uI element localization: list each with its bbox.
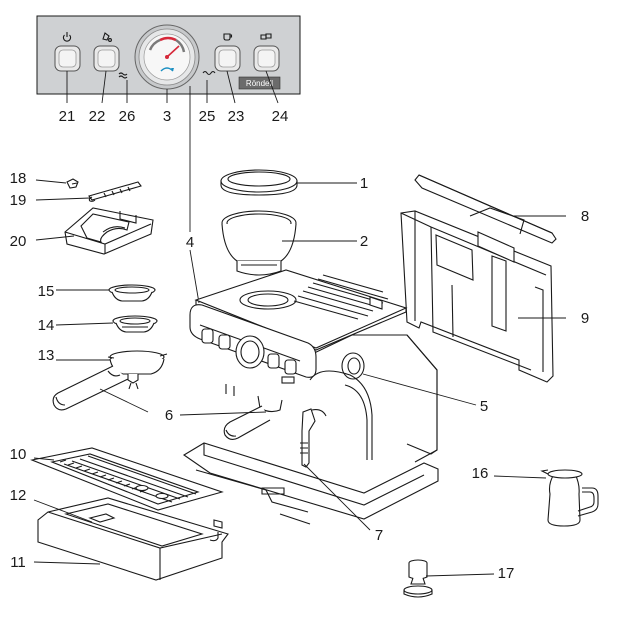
- part-labels: 21 22 26 3 25 23 24 1 2 4 8 9 5 6 7 18 1…: [10, 108, 590, 582]
- label-22: 22: [89, 108, 106, 125]
- double-cup-icon: [260, 33, 272, 40]
- label-2: 2: [360, 233, 368, 250]
- label-10: 10: [10, 446, 27, 463]
- single-cup-icon: [223, 33, 233, 41]
- brand-logo: Röndell: [246, 79, 273, 88]
- tamper: [403, 559, 433, 598]
- label-26: 26: [119, 108, 136, 125]
- label-3: 3: [163, 108, 171, 125]
- cleaning-pin: [66, 178, 79, 189]
- label-13: 13: [38, 347, 55, 364]
- front-panel-buttons: [201, 328, 297, 384]
- label-6: 6: [165, 407, 173, 424]
- filter-basket-double: [108, 284, 156, 302]
- label-19: 19: [10, 192, 27, 209]
- control-panel: Röndell: [36, 15, 301, 304]
- power-icon: [62, 32, 72, 42]
- grind-icon: [102, 32, 112, 42]
- label-21: 21: [59, 108, 76, 125]
- label-11: 11: [10, 554, 26, 571]
- double-cup-button: [253, 45, 280, 72]
- label-5: 5: [480, 398, 488, 415]
- drip-tray: [37, 497, 229, 581]
- label-7: 7: [375, 527, 383, 544]
- power-button: [54, 45, 81, 72]
- label-14: 14: [38, 317, 55, 334]
- label-4: 4: [186, 234, 194, 251]
- label-20: 20: [10, 233, 27, 250]
- pressure-gauge: [134, 24, 200, 90]
- label-12: 12: [10, 487, 27, 504]
- tamping-station: [64, 207, 154, 255]
- label-17: 17: [498, 565, 515, 582]
- steam-icon: [118, 72, 128, 79]
- water-tank: [400, 210, 554, 383]
- label-1: 1: [360, 175, 368, 192]
- water-tank-lid: [414, 174, 557, 244]
- filter-basket-single: [112, 315, 158, 333]
- hot-water-icon: [202, 70, 216, 76]
- label-23: 23: [228, 108, 245, 125]
- label-25: 25: [199, 108, 216, 125]
- label-9: 9: [581, 310, 589, 327]
- drip-tray-grid: [30, 447, 224, 511]
- label-18: 18: [10, 170, 27, 187]
- single-cup-button: [214, 45, 241, 72]
- brand-plate: Röndell: [238, 76, 281, 90]
- label-16: 16: [472, 465, 489, 482]
- portafilter: [52, 350, 168, 411]
- label-8: 8: [581, 208, 589, 225]
- machine-body: [182, 269, 439, 525]
- grind-button: [93, 45, 120, 72]
- bean-hopper: [221, 210, 297, 276]
- label-24: 24: [272, 108, 289, 125]
- steam-knob: [341, 352, 365, 380]
- milk-jug: [540, 469, 599, 527]
- bean-hopper-lid: [220, 169, 298, 196]
- cleaning-brush: [88, 181, 142, 202]
- label-15: 15: [38, 283, 55, 300]
